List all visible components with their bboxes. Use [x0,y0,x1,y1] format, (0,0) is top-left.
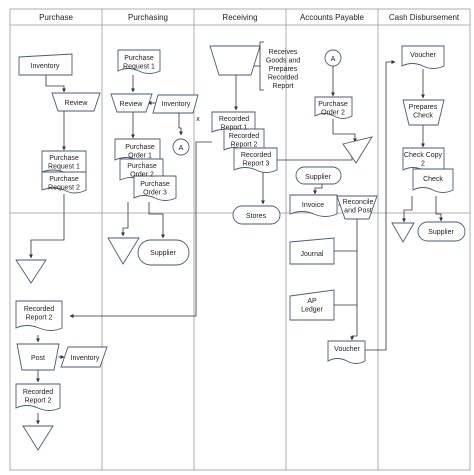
inventory-manual-input-post: Inventory [60,346,108,368]
file-triangle-purchase-bottom [22,425,54,451]
invoice-label: Invoice [302,202,324,209]
receives-goods-manual-operation [209,45,261,76]
lane-title-purchase: Purchase [39,13,73,22]
voucher-document-ap: Voucher [327,340,366,364]
flow-lines [29,60,443,425]
supplier-terminator-cash: Supplier [417,221,466,242]
file-triangle-ap [342,136,373,164]
connector-a-purchasing: A [172,138,190,156]
ap-voucher-label: Voucher [334,346,360,353]
file-triangle-cash [391,222,415,243]
lane-title-accounts-payable: Accounts Payable [300,13,365,22]
post-label: Post [31,355,45,362]
lane-title-purchasing: Purchasing [128,13,168,22]
purchasing-review-label: Review [120,101,144,108]
review-manual-operation-purchasing: Review [110,93,153,113]
cash-supplier-label: Supplier [428,229,454,236]
connector-a-accounts-payable: A [324,49,342,67]
supplier-terminator-purchasing: Supplier [137,239,190,266]
inventory-post-label: Inventory [71,355,100,362]
review-label: Review [65,100,89,107]
file-triangle-purchase-top [15,259,47,284]
file-triangle-purchasing [107,237,140,265]
journal-label: Journal [301,251,324,258]
swimlane-frame [9,8,471,471]
stores-terminator: Stores [232,205,281,225]
ap-connector-a-label: A [331,56,336,63]
ap-supplier-label: Supplier [305,174,331,181]
cash-voucher-label: Voucher [410,52,436,59]
check-label: Check [423,176,443,183]
invoice-document: Invoice [289,194,338,217]
purchasing-inventory-label: Inventory [162,101,191,108]
connector-a-label: A [179,145,184,152]
voucher-document-cash: Voucher [401,45,445,69]
lane-title-receiving: Receiving [222,13,257,22]
cross-mark: x [196,116,200,123]
stores-label: Stores [246,213,267,220]
journal-manual-input: Journal [289,237,335,265]
purchasing-supplier-label: Supplier [150,250,176,257]
lane-title-cash-disbursement: Cash Disbursement [389,13,460,22]
post-manual-operation: Post [16,343,60,371]
review-manual-operation-purchase: Review [51,92,101,112]
inventory-label: Inventory [31,63,60,70]
supplier-terminator-ap: Supplier [295,166,342,185]
inventory-manual-input-purchasing: Inventory [152,94,199,114]
inventory-manual-input-purchase: Inventory [18,53,73,76]
